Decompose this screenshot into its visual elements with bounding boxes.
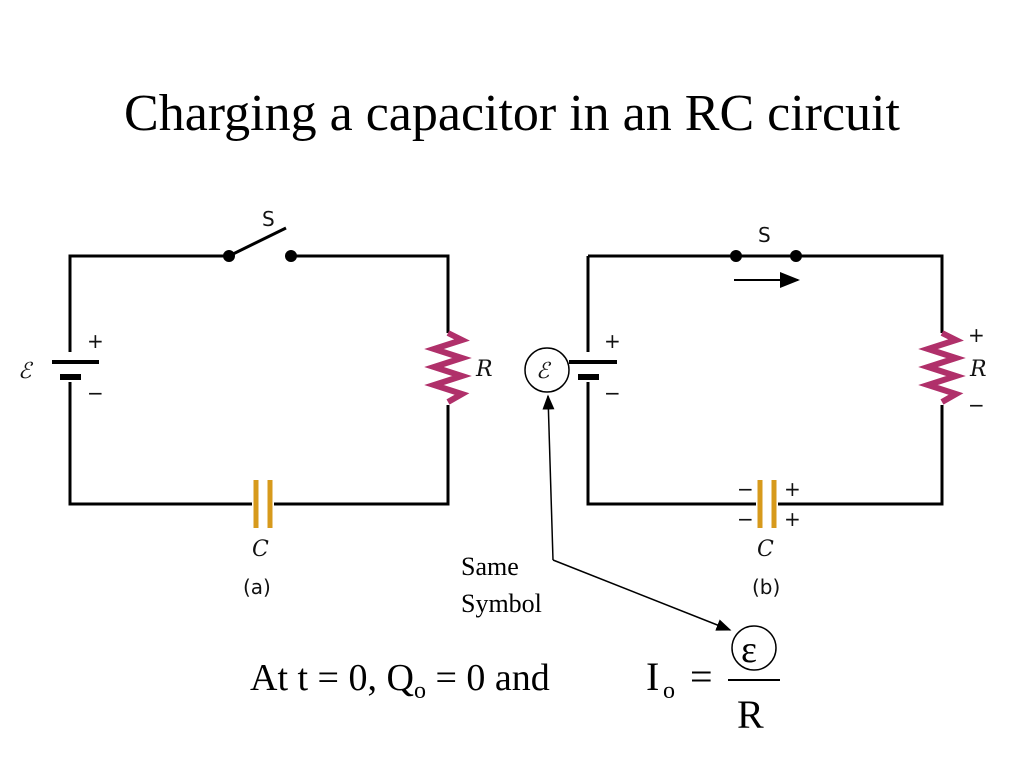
equation-current-sub: o bbox=[663, 678, 675, 704]
slide-title: Charging a capacitor in an RC circuit bbox=[124, 85, 900, 142]
switch-a-label: S bbox=[262, 207, 275, 231]
battery-b-plus: + bbox=[604, 329, 621, 353]
resistor-a-label: R bbox=[475, 357, 493, 382]
resistor-b-minus: − bbox=[968, 393, 985, 417]
battery-b-minus: − bbox=[604, 381, 621, 405]
capacitor-b-charge-right-bottom: + bbox=[784, 507, 801, 531]
emf-a-symbol: ℰ bbox=[18, 359, 34, 384]
resistor-a bbox=[424, 330, 472, 405]
equation-numerator: ε bbox=[741, 629, 757, 671]
capacitor-b-label: C bbox=[757, 537, 774, 562]
emf-b-highlight-circle bbox=[524, 347, 570, 393]
equation-middle: = 0 and bbox=[426, 657, 550, 699]
capacitor-b-charge-left-top: − bbox=[737, 477, 754, 501]
wire-b bbox=[586, 254, 944, 506]
switch-b-contact-left bbox=[730, 250, 742, 262]
resistor-b-label: R bbox=[969, 357, 987, 382]
annotation-line-2: Symbol bbox=[461, 589, 542, 618]
capacitor-b-charge-left-bottom: − bbox=[737, 507, 754, 531]
equation-current: I bbox=[646, 654, 659, 699]
capacitor-a-label: C bbox=[252, 537, 269, 562]
battery-a-plus: + bbox=[87, 329, 104, 353]
switch-a-contact-left bbox=[223, 250, 235, 262]
switch-a-blade bbox=[228, 226, 287, 258]
annotation-arrow-to-circuit bbox=[542, 394, 555, 561]
initial-condition-equation: At t = 0, Qo = 0 and I o = ε R bbox=[250, 625, 780, 737]
equation-denominator: R bbox=[737, 692, 764, 737]
circuit-b: S + − ℰ + R − − − + + C (b) bbox=[524, 223, 987, 599]
resistor-b-plus: + bbox=[968, 323, 985, 347]
equation-sub-o: o bbox=[414, 678, 426, 704]
equation-equals: = bbox=[690, 654, 713, 699]
equation-prefix: At t = 0, Q bbox=[250, 657, 414, 699]
caption-a: (a) bbox=[243, 575, 271, 599]
same-symbol-annotation: Same Symbol bbox=[461, 394, 732, 631]
switch-a-contact-right bbox=[285, 250, 297, 262]
battery-a-minus: − bbox=[87, 381, 104, 405]
caption-b: (b) bbox=[752, 575, 780, 599]
equation-left: At t = 0, Qo = 0 and bbox=[250, 657, 550, 704]
circuit-a: S + − ℰ R C (a) bbox=[18, 207, 493, 599]
switch-b-contact-right bbox=[790, 250, 802, 262]
epsilon-highlight-circle bbox=[731, 625, 777, 671]
capacitor-b-charge-right-top: + bbox=[784, 477, 801, 501]
resistor-b bbox=[918, 330, 966, 405]
annotation-arrow-to-equation bbox=[552, 559, 732, 631]
annotation-line-1: Same bbox=[461, 552, 519, 581]
switch-b-label: S bbox=[758, 223, 771, 247]
emf-b-symbol: ℰ bbox=[536, 359, 552, 384]
wire-a bbox=[68, 254, 450, 506]
